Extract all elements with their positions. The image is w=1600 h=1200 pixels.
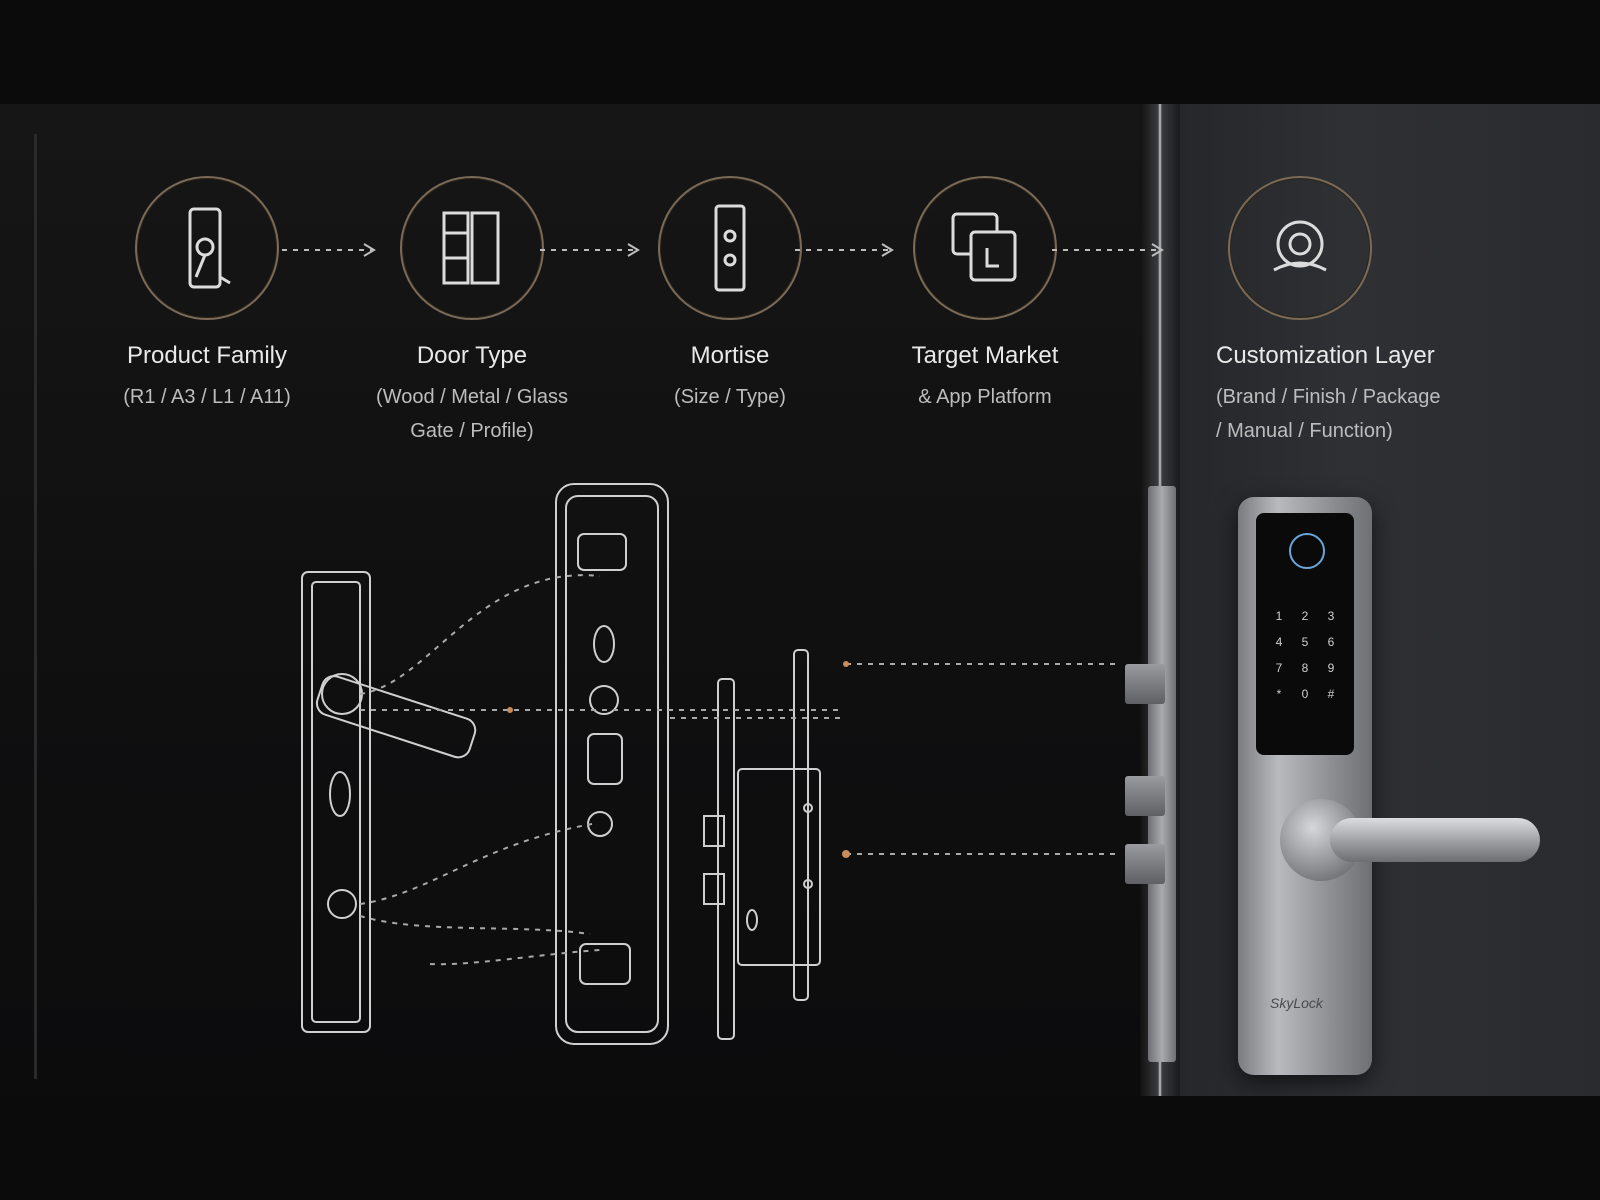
- guide-dot: [842, 850, 850, 858]
- keypad-key[interactable]: #: [1327, 687, 1335, 701]
- mortise-icon: [714, 204, 746, 292]
- smart-lock-panel: 1 2 3 4 5 6 7 8 9 * 0 # SkyLock: [1238, 497, 1372, 1075]
- exploded-drawing: [282, 243, 1164, 1045]
- step-target-market: Target Market & App Platform: [865, 176, 1105, 414]
- door-type-circle: [400, 176, 544, 320]
- subtitle-line-1: (Wood / Metal / Glass: [376, 386, 568, 408]
- keypad-key[interactable]: 1: [1275, 609, 1283, 623]
- guide-dot: [843, 661, 849, 667]
- step-title: Target Market: [911, 342, 1059, 369]
- customization-circle: [1228, 176, 1372, 320]
- keypad-key[interactable]: 2: [1301, 609, 1309, 623]
- keypad-key[interactable]: 5: [1301, 635, 1309, 649]
- assembly-guide-lines: [359, 574, 1120, 966]
- lock-body-wireframe: [555, 483, 669, 1045]
- keypad-key[interactable]: 6: [1327, 635, 1335, 649]
- step-title: Product Family: [126, 342, 288, 369]
- step-product-family: Product Family (R1 / A3 / L1 / A11): [87, 176, 327, 414]
- subtitle-line-2: / Manual / Function): [1216, 420, 1393, 442]
- product-family-circle: [135, 176, 279, 320]
- step-arrows: [282, 243, 1164, 257]
- fingerprint-sensor-icon: [1289, 533, 1325, 569]
- door-profile-icon: [442, 211, 500, 285]
- target-market-circle: [913, 176, 1057, 320]
- diagram-frame: Product Family (R1 / A3 / L1 / A11) Door…: [0, 104, 1600, 1096]
- customization-badge-icon: [1273, 220, 1327, 272]
- guide-dot: [507, 707, 513, 713]
- keypad-key[interactable]: 4: [1275, 635, 1283, 649]
- keypad-key[interactable]: 7: [1275, 661, 1283, 675]
- left-edge-line: [34, 134, 37, 1079]
- keypad-key[interactable]: 0: [1301, 687, 1309, 701]
- mortise-wireframe: [703, 649, 821, 1040]
- keypad-key[interactable]: 3: [1327, 609, 1335, 623]
- deadbolt-upper: [1125, 776, 1165, 816]
- keypad-key[interactable]: *: [1276, 687, 1282, 701]
- step-customization: Customization Layer (Brand / Finish / Pa…: [1188, 176, 1488, 448]
- latch-bolt: [1125, 664, 1165, 704]
- step-title: Mortise: [690, 342, 770, 369]
- step-subtitle: (Wood / Metal / Glass Gate / Profile): [352, 380, 592, 448]
- step-subtitle: (R1 / A3 / L1 / A11): [123, 386, 291, 408]
- step-subtitle: & App Platform: [918, 386, 1052, 408]
- step-subtitle: (Brand / Finish / Package / Manual / Fun…: [1216, 380, 1488, 448]
- lock-panel-icon: [188, 207, 231, 289]
- lever-handle[interactable]: [1330, 818, 1540, 862]
- step-door-type: Door Type (Wood / Metal / Glass Gate / P…: [352, 176, 592, 448]
- deadbolt-lower: [1125, 844, 1165, 884]
- keypad-screen: 1 2 3 4 5 6 7 8 9 * 0 #: [1256, 513, 1354, 755]
- app-cards-icon: [951, 212, 1017, 282]
- handle-plate-wireframe: [301, 571, 477, 1033]
- keypad-key[interactable]: 9: [1327, 661, 1335, 675]
- mortise-faceplate: [1148, 486, 1176, 1062]
- step-subtitle: (Size / Type): [674, 386, 786, 408]
- step-title: Door Type: [416, 342, 528, 369]
- keypad-key[interactable]: 8: [1301, 661, 1309, 675]
- subtitle-line-2: Gate / Profile): [410, 420, 534, 442]
- step-mortise: Mortise (Size / Type): [610, 176, 850, 414]
- subtitle-line-1: (Brand / Finish / Package: [1216, 386, 1441, 408]
- step-title: Customization Layer: [1216, 342, 1435, 369]
- mortise-circle: [658, 176, 802, 320]
- brand-label: SkyLock: [1270, 995, 1323, 1011]
